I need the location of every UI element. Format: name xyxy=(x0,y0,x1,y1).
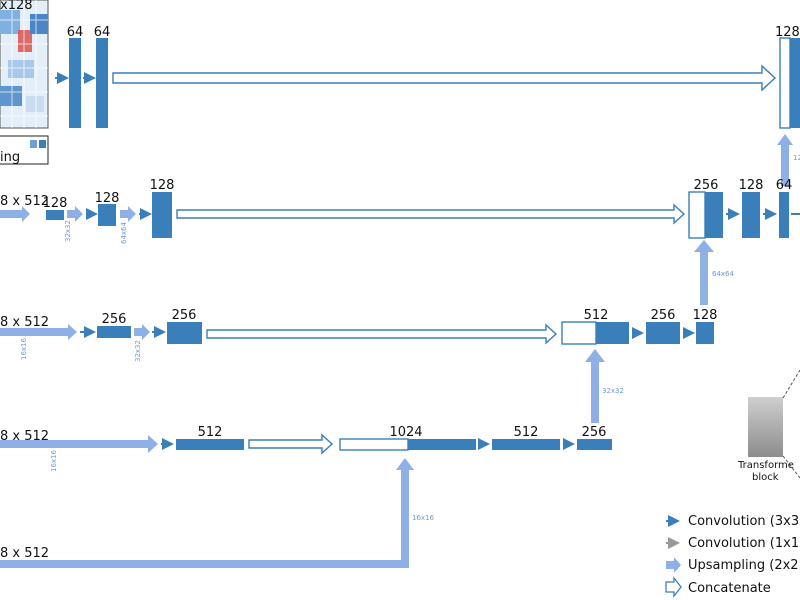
transformer-label-2: block xyxy=(752,472,779,483)
feature-map-256-dec4 xyxy=(577,439,612,450)
feature-map-128b xyxy=(98,204,116,226)
concat-map-512 xyxy=(561,321,597,345)
up-label-row3-in: 16x16 xyxy=(20,337,28,360)
upsample-arrow xyxy=(120,206,136,222)
up-label-row3-dec: 32x32 xyxy=(602,387,624,395)
upsample-arrow-row3 xyxy=(585,349,605,423)
feature-map-128-dec3 xyxy=(696,322,714,344)
feature-map-256b xyxy=(167,322,202,344)
feature-map-64-dec xyxy=(779,192,789,238)
legend-upsample-icon xyxy=(666,557,681,573)
feature-map-128-dec xyxy=(742,192,760,238)
up-label-32: 32x32 xyxy=(64,220,72,242)
feature-map-512a xyxy=(176,439,244,450)
ch-label-128c: 128 xyxy=(150,178,175,193)
input-caption-box xyxy=(0,135,49,165)
upsample-arrow xyxy=(67,206,83,222)
row2-input-arrow xyxy=(0,206,30,222)
row3-input-label: 8 x 512 xyxy=(0,315,49,330)
concat-arrow-top xyxy=(112,64,777,92)
feature-map-256-dec3 xyxy=(646,322,680,344)
up-label-row4-in: 16x16 xyxy=(50,449,58,472)
legend: Convolution (3x3 Convolution (1x1 Upsamp… xyxy=(665,514,799,598)
row2-input-label: 8 x 512 xyxy=(0,194,49,209)
feature-map-64a xyxy=(69,38,81,128)
ch-label-256-dec: 256 xyxy=(694,178,719,193)
input-caption: ing xyxy=(0,150,20,165)
legend-conv1: Convolution (1x1 xyxy=(688,536,799,551)
feature-map-256-dec xyxy=(705,192,723,238)
ch-label-512-dec4: 512 xyxy=(514,425,539,440)
feature-map-128-top xyxy=(790,38,800,128)
ch-label-256b: 256 xyxy=(172,308,197,323)
up-label-top: 12 xyxy=(793,154,800,162)
row4-input-arrow xyxy=(0,435,158,453)
transformer-link xyxy=(782,369,800,399)
ch-label-64a: 64 xyxy=(67,25,84,40)
ch-label-64b: 64 xyxy=(94,25,111,40)
upsample-arrow-top xyxy=(777,134,793,186)
ch-label-64-dec: 64 xyxy=(776,178,793,193)
legend-conv3: Convolution (3x3 xyxy=(688,514,799,529)
concat-arrow-row2 xyxy=(176,203,686,225)
feature-map-128a xyxy=(46,210,64,220)
ch-label-128-dec: 128 xyxy=(739,178,764,193)
ch-label-128b: 128 xyxy=(95,191,120,206)
row5-upsample-arrow xyxy=(0,458,414,568)
ch-label-256-dec4: 256 xyxy=(582,425,607,440)
concat-map-256 xyxy=(688,191,706,239)
feature-map-256a xyxy=(97,326,131,338)
upsample-arrow-row2 xyxy=(694,240,714,305)
feature-map-1024 xyxy=(408,439,476,450)
transformer-label-1: Transforme xyxy=(737,460,794,471)
legend-concat-icon xyxy=(665,576,682,598)
feature-map-512-dec4 xyxy=(492,439,560,450)
up-label-row3: 32x32 xyxy=(134,340,142,362)
legend-concat: Concatenate xyxy=(688,581,771,596)
input-size-label: x128 xyxy=(0,0,33,13)
input-image xyxy=(0,0,49,129)
feature-map-128c xyxy=(152,192,172,238)
up-label-row5: 16x16 xyxy=(412,514,435,522)
legend-upsample: Upsampling (2x2 xyxy=(688,558,799,573)
ch-label-512-dec: 512 xyxy=(584,308,609,323)
ch-label-128-top: 128 xyxy=(775,25,800,40)
ch-label-256-dec3: 256 xyxy=(651,308,676,323)
concat-arrow-row4 xyxy=(248,433,334,455)
ch-label-128-dec3: 128 xyxy=(693,308,718,323)
feature-map-64b xyxy=(96,38,108,128)
ch-label-512a: 512 xyxy=(198,425,223,440)
up-label-row2: 64x64 xyxy=(712,270,735,278)
concat-map-1024 xyxy=(339,438,409,451)
row3-input-arrow xyxy=(0,324,77,340)
concat-arrow-row3 xyxy=(206,323,558,345)
up-label-64: 64x64 xyxy=(120,221,128,244)
ch-label-256a: 256 xyxy=(102,312,127,327)
transformer-block xyxy=(748,397,783,457)
row5-input-label: 8 x 512 xyxy=(0,546,49,561)
ch-label-128a: 128 xyxy=(43,196,68,211)
upsample-arrow xyxy=(134,324,150,340)
concat-map-128-top xyxy=(779,37,791,129)
ch-label-1024: 1024 xyxy=(389,425,422,440)
feature-map-512-dec xyxy=(596,322,629,344)
